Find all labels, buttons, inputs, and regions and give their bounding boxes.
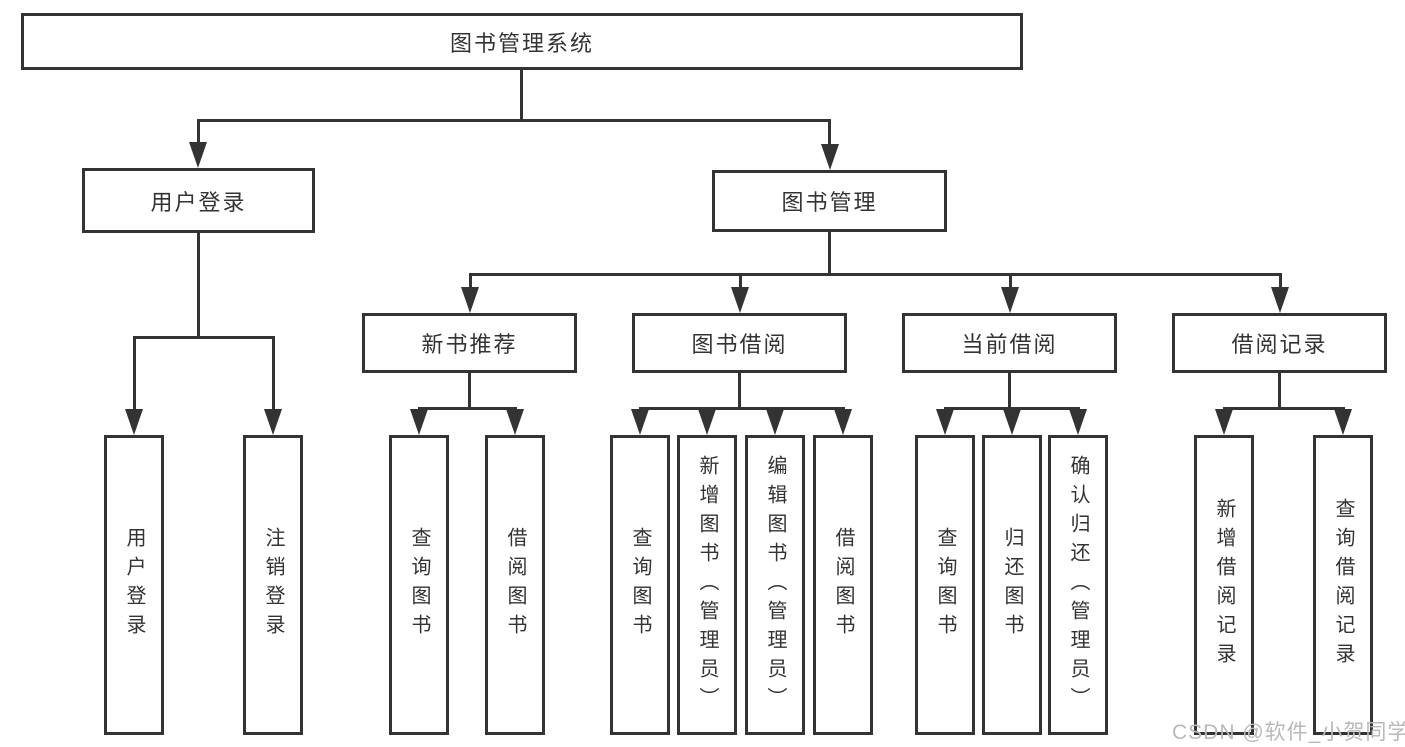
connector-line [639, 407, 845, 410]
node-user-login: 用户登录 [82, 168, 315, 233]
connector-line [828, 232, 831, 273]
connector-line [1223, 407, 1345, 410]
leaf-current-confirm-return-admin: 确认归还（管理员） [1048, 435, 1108, 735]
node-current-borrow: 当前借阅 [902, 313, 1117, 373]
arrow-down-icon [698, 409, 716, 435]
connector-line [1009, 273, 1012, 292]
arrow-down-icon [410, 409, 428, 435]
leaf-recommend-query-books: 查询图书 [389, 435, 449, 735]
csdn-watermark: CSDN @软件_小贺同学 [1172, 721, 1405, 744]
leaf-current-return-books: 归还图书 [982, 435, 1042, 735]
leaf-borrow-borrow-books: 借阅图书 [813, 435, 873, 735]
arrow-down-icon [1271, 287, 1289, 313]
arrow-down-icon [1069, 409, 1087, 435]
connector-line [418, 407, 517, 410]
arrow-down-icon [264, 409, 282, 435]
leaf-borrow-edit-books-admin: 编辑图书（管理员） [745, 435, 805, 735]
connector-line [133, 336, 275, 339]
connector-line [468, 373, 471, 407]
connector-line [520, 70, 523, 119]
arrow-down-icon [189, 142, 207, 168]
arrow-down-icon [506, 409, 524, 435]
arrow-down-icon [1001, 287, 1019, 313]
connector-line [828, 119, 831, 148]
node-book-management: 图书管理 [712, 170, 947, 232]
connector-line [469, 273, 472, 292]
connector-line [1278, 373, 1281, 407]
arrow-down-icon [1003, 409, 1021, 435]
leaf-borrow-query-books: 查询图书 [610, 435, 670, 735]
node-new-book-recommend: 新书推荐 [362, 313, 577, 373]
arrow-down-icon [936, 409, 954, 435]
node-book-borrow: 图书借阅 [632, 313, 847, 373]
node-borrow-records: 借阅记录 [1172, 313, 1387, 373]
arrow-down-icon [125, 409, 143, 435]
connector-line [272, 336, 275, 412]
arrow-down-icon [821, 144, 839, 170]
connector-line [197, 119, 831, 122]
leaf-borrow-add-books-admin: 新增图书（管理员） [677, 435, 737, 735]
connector-line [197, 233, 200, 336]
arrow-down-icon [766, 409, 784, 435]
arrow-down-icon [1215, 409, 1233, 435]
connector-line [739, 273, 742, 292]
leaf-current-query-books: 查询图书 [915, 435, 975, 735]
connector-line [1279, 273, 1282, 292]
arrow-down-icon [631, 409, 649, 435]
node-system: 图书管理系统 [21, 13, 1023, 70]
leaf-recommend-borrow-books: 借阅图书 [485, 435, 545, 735]
connector-line [133, 336, 136, 412]
arrow-down-icon [461, 287, 479, 313]
connector-line [1008, 373, 1011, 407]
connector-line [469, 273, 1281, 276]
arrow-down-icon [1334, 409, 1352, 435]
leaf-logout: 注销登录 [243, 435, 303, 735]
leaf-records-add-record: 新增借阅记录 [1194, 435, 1254, 735]
leaf-user-login: 用户登录 [104, 435, 164, 735]
arrow-down-icon [834, 409, 852, 435]
leaf-records-query-record: 查询借阅记录 [1313, 435, 1373, 735]
arrow-down-icon [731, 287, 749, 313]
connector-line [197, 119, 200, 146]
connector-line [738, 373, 741, 407]
